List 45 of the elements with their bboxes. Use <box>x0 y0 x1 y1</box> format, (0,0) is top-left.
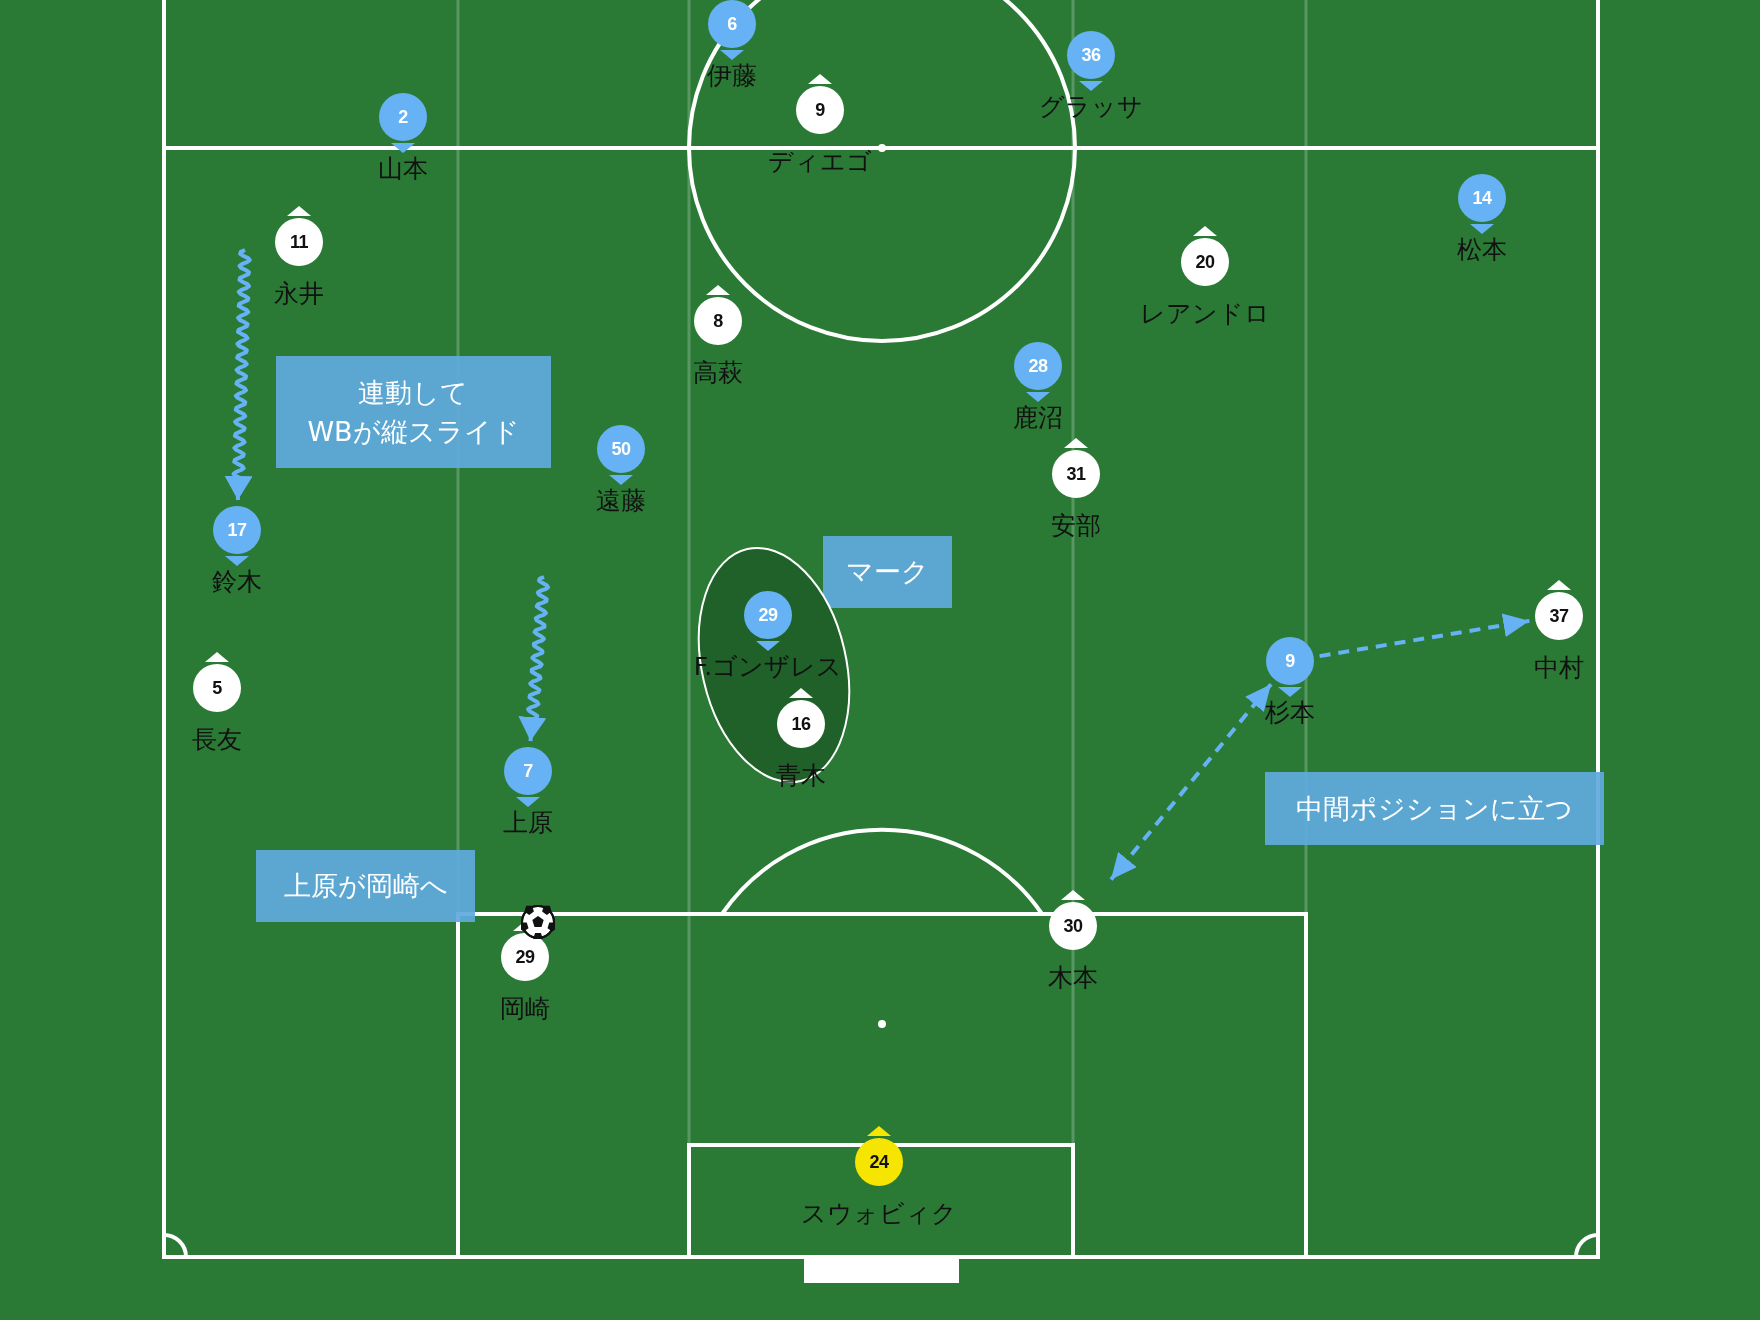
player-name: ディエゴ <box>768 148 872 176</box>
wavy-arrow <box>224 248 253 501</box>
player-name: 木本 <box>1048 964 1098 992</box>
player-marker: 24 <box>855 1138 903 1186</box>
player-marker: 11 <box>275 218 323 266</box>
player-marker: 28 <box>1014 342 1062 390</box>
dashed-arrow <box>1319 613 1530 659</box>
annotation-callout: 連動してWBが縦スライド <box>276 356 551 468</box>
player-marker: 50 <box>597 425 645 473</box>
player-marker: 9 <box>1266 637 1314 685</box>
player-marker: 37 <box>1535 592 1583 640</box>
player-name: 杉本 <box>1265 699 1315 727</box>
player-marker: 9 <box>796 86 844 134</box>
player-marker: 29 <box>501 933 549 981</box>
player-marker: 20 <box>1181 238 1229 286</box>
player-name: 上原 <box>503 809 553 837</box>
player-name: レアンドロ <box>1140 300 1270 328</box>
player-marker: 7 <box>504 747 552 795</box>
annotation-callout: 上原が岡崎へ <box>256 850 475 922</box>
player-name: 伊藤 <box>707 62 757 90</box>
player-name: 鹿沼 <box>1013 404 1063 432</box>
double-headed-dashed-arrow <box>1109 682 1273 881</box>
player-marker: 36 <box>1067 31 1115 79</box>
player-marker: 8 <box>694 297 742 345</box>
player-marker: 6 <box>708 0 756 48</box>
player-name: 中村 <box>1534 654 1584 682</box>
player-name: 遠藤 <box>596 487 646 515</box>
player-name: 松本 <box>1457 236 1507 264</box>
player-marker: 14 <box>1458 174 1506 222</box>
player-name: 鈴木 <box>212 568 262 596</box>
player-name: 岡崎 <box>500 995 550 1023</box>
wavy-arrow <box>518 575 551 742</box>
player-marker: 5 <box>193 664 241 712</box>
player-name: 永井 <box>274 280 324 308</box>
annotation-callout: マーク <box>823 536 952 608</box>
player-name: 山本 <box>378 155 428 183</box>
player-marker: 17 <box>213 506 261 554</box>
player-name: 長友 <box>192 726 242 754</box>
player-marker: 2 <box>379 93 427 141</box>
player-name: 高萩 <box>693 359 743 387</box>
player-name: 安部 <box>1051 512 1101 540</box>
player-marker: 30 <box>1049 902 1097 950</box>
annotation-callout: 中間ポジションに立つ <box>1265 772 1604 845</box>
player-name: スウォビィク <box>801 1200 957 1228</box>
player-marker: 31 <box>1052 450 1100 498</box>
